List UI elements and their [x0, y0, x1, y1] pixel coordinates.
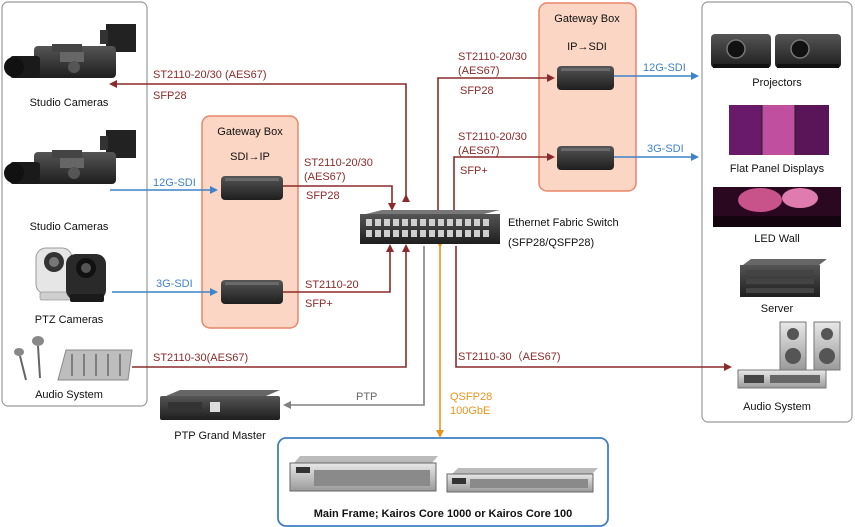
switch-port [402, 219, 408, 226]
switch-port [375, 230, 381, 237]
link-label: 3G-SDI [647, 143, 684, 155]
switch-port [465, 219, 471, 226]
gateway-box-title: Gateway Box [554, 13, 620, 25]
link-label: SFP28 [460, 85, 494, 97]
projector-icon [775, 34, 841, 68]
link-label: 12G-SDI [643, 62, 686, 74]
gateway-device-icon [221, 280, 283, 304]
link-ptp [283, 246, 425, 409]
link-label: ST2110-20/30 [458, 131, 527, 143]
switch-port [366, 230, 372, 237]
switch-port [402, 230, 408, 237]
projector-icon [711, 34, 771, 68]
ptp-grand-master-label: PTP Grand Master [174, 430, 266, 442]
studio-cameras-label: Studio Cameras [30, 221, 109, 233]
link-switch-gw2top [437, 74, 555, 210]
link-label: ST2110-20/30 [458, 51, 527, 63]
projectors-label: Projectors [752, 77, 802, 89]
switch-port [384, 219, 390, 226]
switch-port [483, 219, 489, 226]
gateway-box-title: Gateway Box [217, 126, 283, 138]
link-switch-audio-right [455, 246, 732, 371]
ptz-cameras-label: PTZ Cameras [35, 314, 104, 326]
link-label: ST2110-20/30 [304, 157, 373, 169]
switch-label: Ethernet Fabric Switch [508, 217, 619, 229]
link-label: (AES67) [304, 171, 346, 183]
kairos-core-100-icon [446, 468, 598, 493]
link-label: ST2110-30（AES67) [458, 350, 561, 363]
switch-sub-label: (SFP28/QSFP28) [508, 237, 594, 249]
switch-port [447, 230, 453, 237]
link-label: ST2110-20 [305, 279, 359, 291]
switch-port [411, 230, 417, 237]
switch-port [438, 230, 444, 237]
link-label: 100GbE [450, 405, 490, 417]
switch-port [375, 219, 381, 226]
switch-port [465, 230, 471, 237]
gateway-device-icon [221, 176, 283, 200]
gateway-box-subtitle: SDI→IP [230, 151, 270, 163]
switch-port [420, 219, 426, 226]
switch-port [483, 230, 489, 237]
link-label: SFP+ [305, 298, 333, 310]
ptp-grand-master-icon [160, 390, 280, 420]
ethernet-switch-icon [360, 210, 500, 244]
gateway-box-out [538, 2, 637, 192]
flat-panel-label: Flat Panel Displays [730, 163, 825, 175]
link-switch-gw2bot [453, 153, 555, 210]
switch-port [447, 219, 453, 226]
audio-mixer-icon [14, 336, 133, 381]
switch-port [429, 230, 435, 237]
link-gw1top-switch [283, 185, 396, 211]
link-cam1-switch [109, 80, 410, 202]
studio-camera-icon [4, 130, 136, 184]
audio-system-label: Audio System [743, 401, 811, 413]
link-label: SFP+ [460, 165, 488, 177]
link-gw1bot-switch [283, 244, 394, 293]
ptz-camera-icon [35, 247, 106, 302]
link-label: 3G-SDI [156, 278, 193, 290]
switch-port [366, 219, 372, 226]
link-label: ST2110-20/30 (AES67) [153, 69, 267, 81]
switch-port [474, 230, 480, 237]
ptp-link-label: PTP [356, 391, 377, 403]
gateway-device-icon [557, 146, 614, 170]
server-label: Server [761, 303, 794, 315]
audio-speakers-icon [737, 321, 841, 389]
led-wall-label: LED Wall [754, 233, 799, 245]
link-label: SFP28 [306, 190, 340, 202]
switch-port [456, 219, 462, 226]
switch-port [384, 230, 390, 237]
server-icon [740, 259, 827, 297]
link-label: SFP28 [153, 90, 187, 102]
kairos-core-1000-icon [289, 456, 438, 492]
switch-port [393, 230, 399, 237]
audio-system-label: Audio System [35, 389, 103, 401]
studio-camera-icon [4, 24, 136, 78]
gateway-device-icon [557, 66, 614, 90]
link-label: ST2110-30(AES67) [153, 352, 248, 364]
switch-port [420, 230, 426, 237]
led-wall-icon [713, 187, 841, 227]
link-label: QSFP28 [450, 391, 492, 403]
switch-port [456, 230, 462, 237]
switch-port [393, 219, 399, 226]
link-label: (AES67) [458, 145, 500, 157]
studio-cameras-label: Studio Cameras [30, 97, 109, 109]
gateway-box-subtitle: IP→SDI [567, 41, 607, 53]
mainframe-label: Main Frame; Kairos Core 1000 or Kairos C… [314, 508, 573, 520]
switch-port [438, 219, 444, 226]
switch-port [411, 219, 417, 226]
switch-port [474, 219, 480, 226]
link-label: 12G-SDI [153, 177, 196, 189]
link-audio-switch [132, 244, 410, 368]
switch-port [429, 219, 435, 226]
flat-panel-display-icon [729, 105, 829, 155]
link-label: (AES67) [458, 65, 500, 77]
